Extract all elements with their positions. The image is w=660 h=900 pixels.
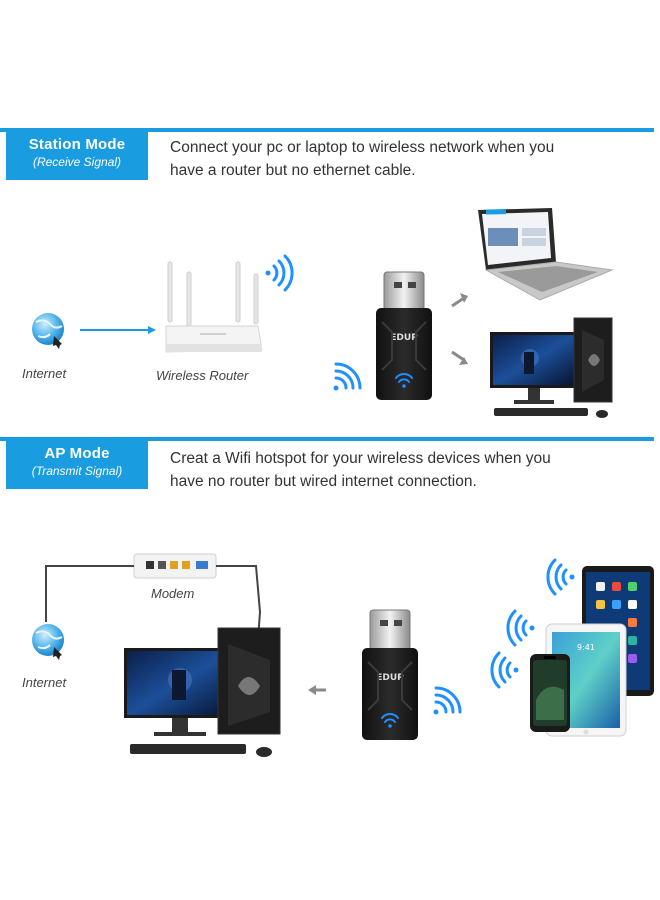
ap-mode-subtitle: (Transmit Signal) — [31, 464, 123, 478]
arrow-to-desktop — [451, 350, 468, 365]
svg-text:EDUP: EDUP — [376, 673, 404, 683]
desktop-pc-icon — [124, 627, 281, 757]
wifi-icon — [506, 609, 535, 647]
station-desc-line2: have a router but no ethernet cable. — [170, 162, 416, 179]
ap-mode-title: AP Mode — [44, 445, 110, 462]
wifi-icon — [333, 362, 362, 391]
modem-label: Modem — [151, 586, 195, 601]
globe-icon — [32, 624, 64, 660]
internet-label-top: Internet — [22, 366, 67, 381]
ap-desc-line1: Creat a Wifi hotspot for your wireless d… — [170, 450, 551, 467]
station-mode-description: Connect your pc or laptop to wireless ne… — [170, 136, 640, 182]
globe-icon — [32, 313, 64, 349]
station-mode-badge: Station Mode (Receive Signal) — [6, 130, 148, 180]
modem-icon — [133, 553, 217, 579]
router-icon — [165, 261, 263, 353]
ap-mode-badge: AP Mode (Transmit Signal) — [6, 439, 148, 489]
svg-text:EDUP: EDUP — [390, 333, 418, 343]
station-desc-line1: Connect your pc or laptop to wireless ne… — [170, 139, 555, 156]
svg-text:9:41: 9:41 — [577, 643, 595, 652]
ap-header-bar — [0, 437, 654, 441]
usb-adapter-icon: EDUP — [376, 271, 432, 400]
wifi-icon — [490, 651, 519, 689]
ap-mode-description: Creat a Wifi hotspot for your wireless d… — [170, 447, 640, 493]
internet-label-bottom: Internet — [22, 675, 67, 690]
cable-modem-to-internet — [45, 565, 134, 622]
station-mode-subtitle: (Receive Signal) — [32, 155, 122, 169]
arrow-to-laptop — [451, 293, 468, 308]
smartphone-icon — [530, 654, 570, 732]
wifi-icon — [433, 686, 462, 715]
arrow-internet-to-router — [80, 326, 156, 334]
station-header-bar — [0, 128, 654, 132]
arrow-to-pc — [308, 685, 326, 695]
wireless-router-label: Wireless Router — [156, 368, 249, 383]
cable-modem-to-pc — [216, 565, 262, 641]
wifi-icon — [265, 254, 294, 292]
desktop-pc-icon — [490, 317, 613, 418]
usb-adapter-icon: EDUP — [362, 609, 418, 740]
wifi-icon — [546, 558, 575, 596]
station-mode-title: Station Mode — [28, 136, 126, 153]
ap-desc-line2: have no router but wired internet connec… — [170, 473, 477, 490]
laptop-icon — [478, 208, 614, 301]
